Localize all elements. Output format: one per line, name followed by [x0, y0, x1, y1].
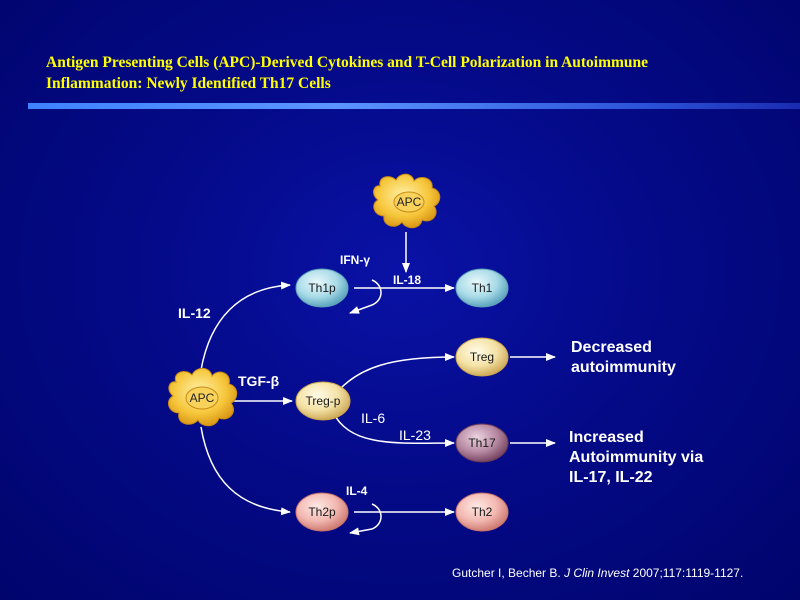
il12-label: IL-12 — [178, 305, 211, 321]
title-line-2: Inflammation: Newly Identified Th17 Cell… — [46, 75, 331, 92]
il4-loop — [350, 503, 382, 533]
cell-th17: Th17 — [455, 423, 509, 463]
slide-title: Antigen Presenting Cells (APC)-Derived C… — [46, 52, 786, 94]
cell-treg-p: Treg-p — [295, 381, 351, 421]
th17-label: Th17 — [468, 436, 496, 450]
decreased-line-2: autoimmunity — [571, 359, 676, 376]
arrow-apc-to-th2p — [200, 426, 291, 516]
th2-label: Th2 — [472, 505, 493, 519]
increased-line-1: Increased — [569, 429, 644, 446]
increased-line-3: IL-17, IL-22 — [569, 469, 653, 486]
citation-journal: J Clin Invest — [564, 566, 630, 580]
cell-th1: Th1 — [455, 268, 509, 308]
apc-top-label: APC — [397, 195, 422, 209]
th1-label: Th1 — [472, 281, 493, 295]
arrow-tregp-to-treg — [338, 353, 455, 391]
cell-th1p: Th1p — [295, 268, 349, 308]
decreased-autoimmunity-text: Decreased autoimmunity — [571, 338, 676, 378]
connector-lines — [200, 232, 556, 533]
il4-label: IL-4 — [346, 484, 368, 498]
il23-label: IL-23 — [399, 427, 431, 443]
cell-th2: Th2 — [455, 492, 509, 532]
th1p-label: Th1p — [308, 281, 336, 295]
citation: Gutcher I, Becher B. J Clin Invest 2007;… — [452, 566, 743, 580]
apc-top: APC — [373, 173, 441, 229]
il6-label: IL-6 — [361, 410, 386, 426]
increased-line-2: Autoimmunity via — [569, 449, 704, 466]
arrow-tregp-to-th17 — [332, 411, 455, 448]
cell-th2p: Th2p — [295, 492, 349, 532]
ifn-loop — [350, 279, 382, 313]
treg-p-label: Treg-p — [306, 394, 341, 408]
il18-label: IL-18 — [393, 273, 422, 287]
apc-left: APC — [167, 367, 238, 427]
decreased-line-1: Decreased — [571, 339, 652, 356]
cell-treg: Treg — [455, 337, 509, 377]
arrow-il12-to-th1p — [200, 281, 291, 371]
ifn-gamma-label: IFN-γ — [340, 253, 370, 267]
apc-left-label: APC — [190, 391, 215, 405]
citation-authors: Gutcher I, Becher B. — [452, 566, 561, 580]
citation-ref: 2007;117:1119-1127. — [632, 566, 744, 580]
tgf-beta-label: TGF-β — [238, 373, 280, 389]
title-line-1: Antigen Presenting Cells (APC)-Derived C… — [46, 54, 649, 71]
treg-label: Treg — [470, 350, 494, 364]
title-underline — [28, 103, 800, 109]
increased-autoimmunity-text: Increased Autoimmunity via IL-17, IL-22 — [569, 428, 703, 488]
th2p-label: Th2p — [308, 505, 336, 519]
